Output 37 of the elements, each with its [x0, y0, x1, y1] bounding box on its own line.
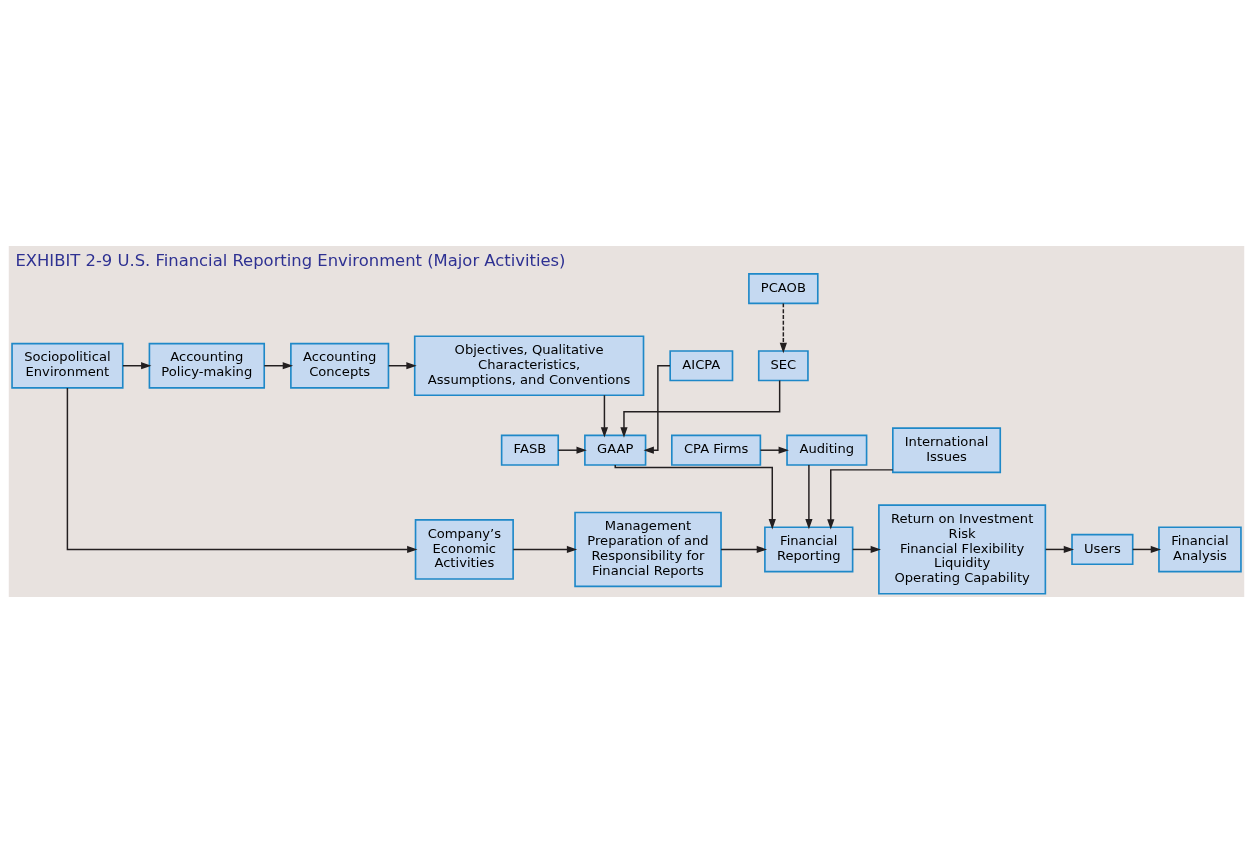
node-box: GAAP	[584, 434, 647, 466]
arrow	[720, 545, 768, 554]
arrow	[827, 469, 894, 530]
arrow	[557, 446, 587, 454]
arrow	[779, 302, 787, 354]
node-box: CPA Firms	[671, 434, 762, 466]
node-box: Accounting Concepts	[290, 342, 390, 389]
node-box: AICPA	[669, 350, 734, 382]
arrow	[66, 387, 418, 554]
node-box: Objectives, Qualitative Characteristics, Assumptions, and Conventions	[413, 335, 645, 397]
arrow	[512, 545, 578, 554]
node-box: Accounting Policy-making	[148, 342, 266, 389]
arrow	[1045, 545, 1075, 554]
node-box: Auditing	[786, 434, 868, 466]
diagram-title: EXHIBIT 2-9 U.S. Financial Reporting Environment (Major Activities)	[15, 250, 566, 270]
arrow	[122, 362, 152, 370]
arrow	[620, 379, 781, 438]
node-box: Sociopolitical Environment	[11, 342, 124, 389]
node-box: Users	[1071, 533, 1134, 566]
node-box: International Issues	[892, 427, 1002, 474]
arrow	[600, 394, 609, 438]
node-box: Management Preparation of and Responsibility for Financial Reports	[574, 511, 722, 588]
node-box: Financial Analysis	[1158, 526, 1242, 573]
node-box: PCAOB	[748, 273, 819, 305]
node-box: Company’s Economic Activities	[414, 519, 514, 580]
arrow	[263, 362, 294, 370]
node-box: FASB	[500, 434, 560, 466]
node-box: Financial Reporting	[764, 526, 854, 573]
node-box: SEC	[757, 350, 809, 382]
node-box: Return on Investment Risk Financial Flexibility Liquidity Operating Capability	[878, 504, 1047, 595]
arrow	[1131, 545, 1162, 554]
arrow	[805, 464, 813, 530]
arrow	[851, 545, 881, 554]
arrow	[387, 362, 417, 370]
arrow	[759, 446, 789, 454]
arrow	[643, 365, 671, 454]
arrow	[614, 464, 776, 530]
